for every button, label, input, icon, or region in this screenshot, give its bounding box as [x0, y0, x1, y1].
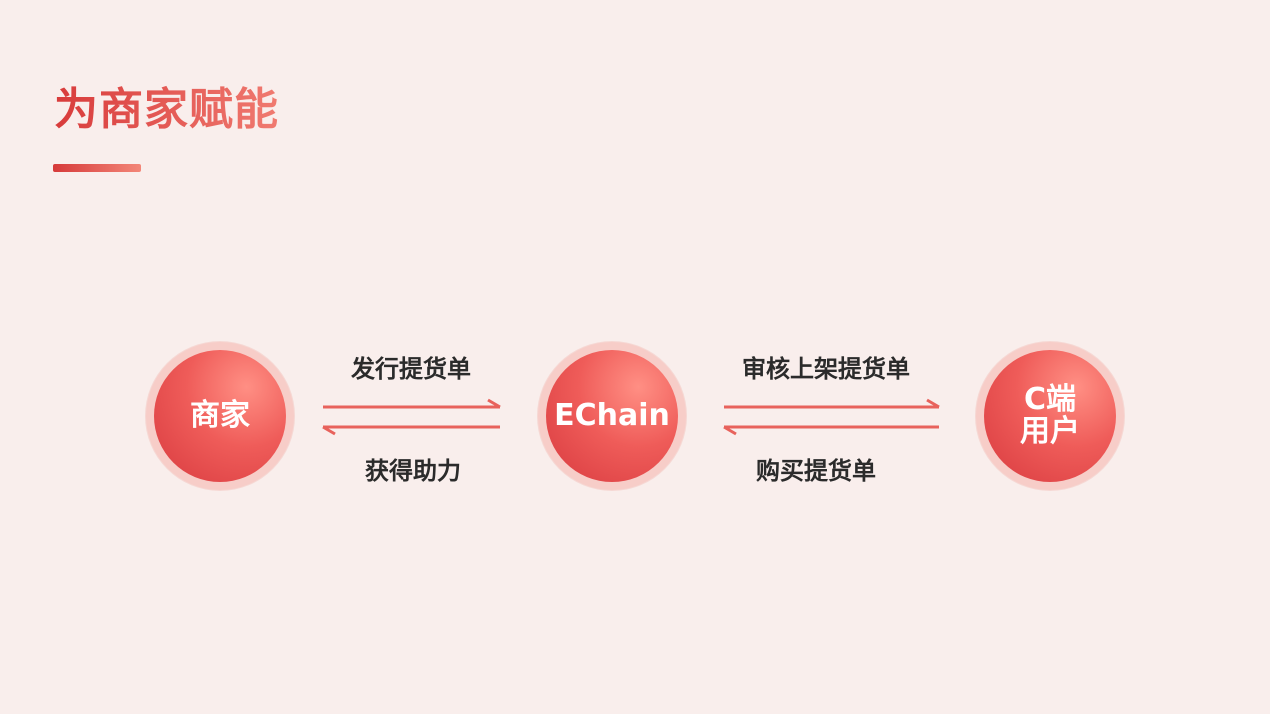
node-merchant: 商家 — [146, 342, 294, 490]
node-echain-label: EChain — [554, 398, 670, 433]
node-c-user-circle: C端 用户 — [984, 350, 1116, 482]
arrow-echain-to-user — [724, 398, 940, 409]
edge-label-echain-to-user: 审核上架提货单 — [742, 355, 910, 383]
node-merchant-circle: 商家 — [154, 350, 286, 482]
page-title: 为商家赋能 — [54, 82, 279, 138]
node-merchant-label: 商家 — [190, 398, 250, 433]
edge-label-user-to-echain: 购买提货单 — [756, 457, 876, 485]
node-c-user-label: C端 用户 — [1020, 382, 1080, 449]
edge-label-echain-to-merchant: 获得助力 — [365, 457, 461, 485]
arrow-echain-to-merchant — [322, 425, 500, 436]
node-c-user: C端 用户 — [976, 342, 1124, 490]
title-underline — [53, 164, 141, 172]
node-echain-circle: EChain — [546, 350, 678, 482]
node-echain: EChain — [538, 342, 686, 490]
edge-label-merchant-to-echain: 发行提货单 — [351, 355, 471, 383]
arrow-user-to-echain — [723, 425, 939, 436]
arrow-merchant-to-echain — [323, 398, 501, 409]
